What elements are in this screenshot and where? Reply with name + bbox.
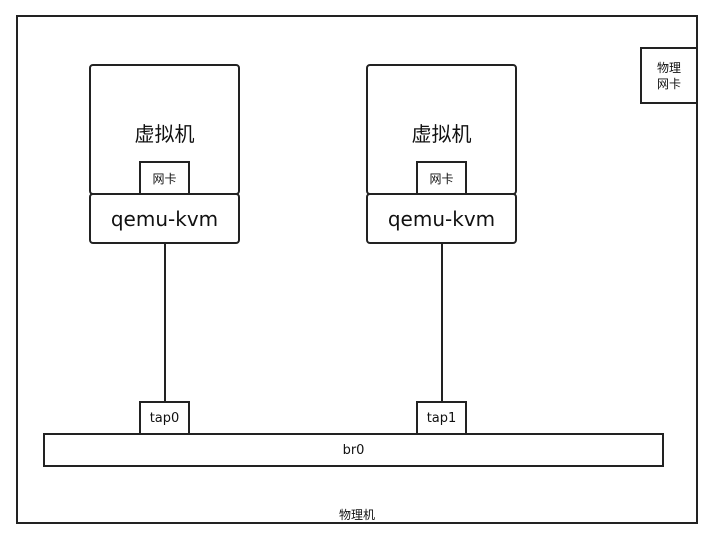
- physical-nic-box: 物理 网卡: [640, 47, 698, 104]
- physical-host-box: [16, 15, 698, 524]
- connector-qemu-tap-2: [441, 244, 443, 402]
- tap-box-2: tap1: [416, 401, 467, 435]
- bridge-br0-box: br0: [43, 433, 664, 467]
- qemu-kvm-box-1: qemu-kvm: [89, 193, 240, 244]
- tap-box-1: tap0: [139, 401, 190, 435]
- physical-host-label: 物理机: [338, 508, 375, 522]
- vm-nic-box-1: 网卡: [139, 161, 190, 195]
- connector-qemu-tap-1: [164, 244, 166, 402]
- vm-nic-box-2: 网卡: [416, 161, 467, 195]
- qemu-kvm-box-2: qemu-kvm: [366, 193, 517, 244]
